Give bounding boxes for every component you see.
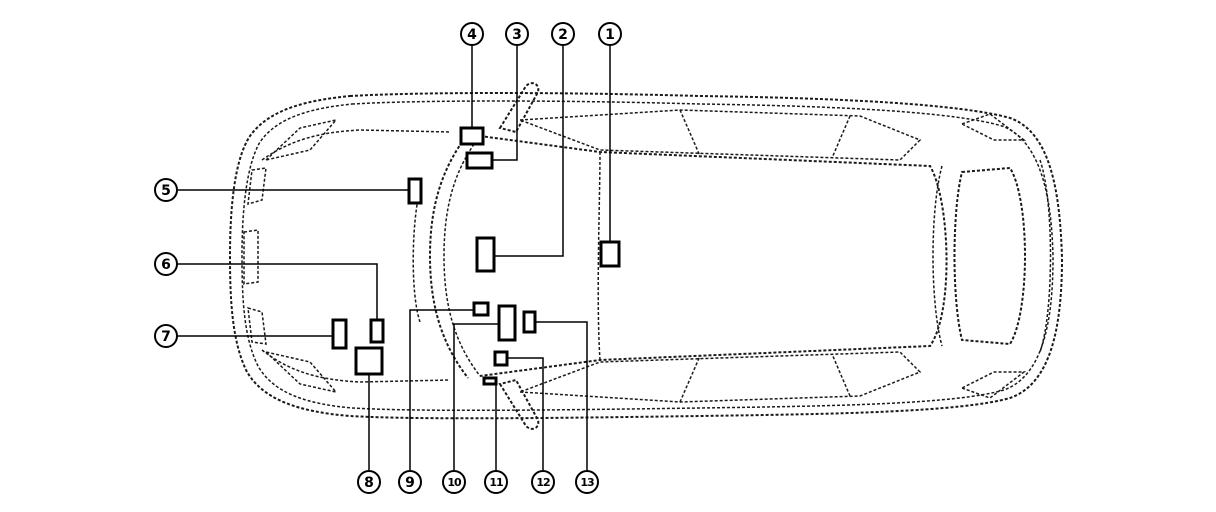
rear-window-inner [932, 165, 943, 347]
component-3 [465, 151, 494, 170]
component-2 [475, 236, 496, 273]
callout-9-label: 9 [405, 475, 415, 491]
car-body [228, 82, 1064, 430]
leader-lines [178, 46, 611, 470]
windshield-inner [443, 135, 481, 377]
component-9 [472, 301, 490, 317]
callout-3: 3 [505, 22, 529, 46]
side-window-top [519, 109, 922, 161]
callout-7: 7 [154, 324, 178, 348]
rear-window [953, 166, 1026, 346]
leader-2 [494, 46, 564, 257]
callouts: 1 2 3 4 5 6 7 8 [154, 22, 622, 494]
callout-11-label: 11 [489, 476, 503, 489]
callout-4: 4 [460, 22, 484, 46]
component-11 [482, 376, 498, 386]
callout-5: 5 [154, 178, 178, 202]
hood-line-bottom [261, 349, 451, 383]
a-pillar-left [412, 189, 421, 323]
side-window-bottom-div1 [679, 355, 701, 403]
callout-1-label: 1 [605, 27, 615, 43]
rear-left-light [960, 113, 1027, 141]
leader-9 [409, 309, 474, 470]
leader-6 [178, 263, 378, 320]
callout-8-label: 8 [364, 475, 374, 491]
mirror-top [498, 82, 540, 134]
leader-12 [507, 357, 544, 470]
callout-11: 11 [484, 470, 508, 494]
windshield [428, 133, 469, 379]
callout-12-label: 12 [536, 476, 550, 489]
front-grille-1 [247, 167, 267, 206]
front-right-light [263, 350, 339, 394]
component-10 [497, 304, 517, 342]
callout-13: 13 [575, 470, 599, 494]
callout-10: 10 [442, 470, 466, 494]
callout-12: 12 [531, 470, 555, 494]
callout-13-label: 13 [580, 476, 594, 489]
callout-2: 2 [551, 22, 575, 46]
car-outer-outline [228, 92, 1064, 420]
callout-8: 8 [357, 470, 381, 494]
rear-right-light [960, 371, 1027, 399]
components [331, 126, 621, 386]
roof-outline [479, 135, 948, 377]
callout-1: 1 [598, 22, 622, 46]
component-8 [354, 346, 384, 376]
rear-edge [1039, 159, 1052, 353]
front-grille-2 [243, 229, 259, 285]
callout-9: 9 [398, 470, 422, 494]
component-1 [599, 240, 621, 268]
leader-13 [535, 321, 588, 470]
component-5 [407, 177, 423, 205]
callout-10-label: 10 [447, 476, 462, 489]
leader-3 [492, 46, 518, 161]
side-window-bottom-div2 [831, 353, 851, 397]
hood-line-top [261, 129, 451, 161]
component-4 [459, 126, 485, 146]
component-7 [331, 318, 348, 350]
front-grille-3 [247, 306, 267, 345]
mirror-bottom [498, 378, 540, 430]
callout-6-label: 6 [161, 257, 171, 273]
callout-7-label: 7 [161, 329, 171, 345]
car-outer-outline-inner [241, 100, 1054, 412]
component-12 [493, 350, 509, 367]
callout-5-label: 5 [161, 183, 171, 199]
component-6 [369, 318, 385, 344]
side-window-bottom [519, 351, 922, 403]
callout-2-label: 2 [558, 27, 568, 43]
component-13 [522, 310, 537, 334]
leader-10 [453, 323, 499, 470]
front-left-light [263, 118, 339, 162]
callout-3-label: 3 [512, 27, 522, 43]
callout-4-label: 4 [467, 27, 477, 43]
callout-6: 6 [154, 252, 178, 276]
side-window-top-div1 [679, 109, 701, 157]
side-window-top-div2 [831, 115, 851, 159]
